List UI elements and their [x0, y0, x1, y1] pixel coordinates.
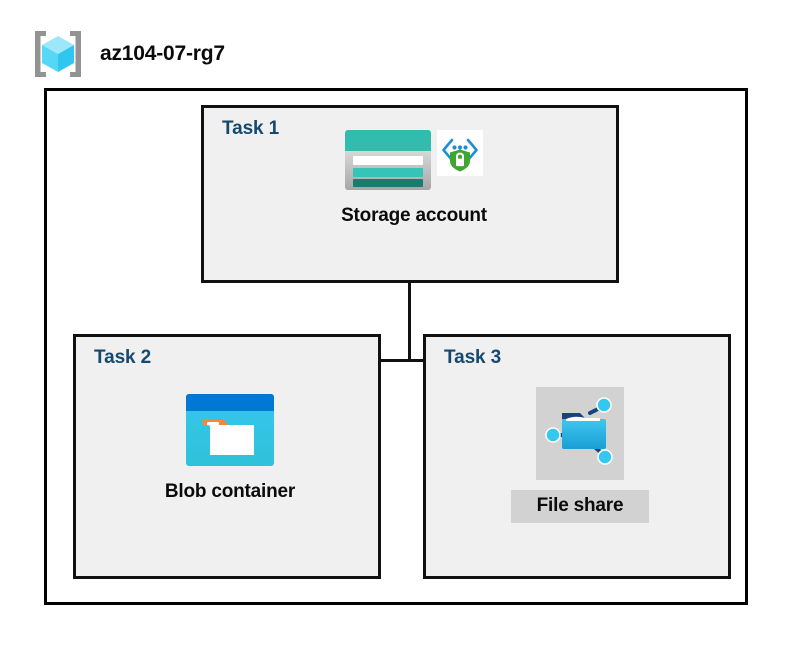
resource-group-header: az104-07-rg7 — [30, 28, 225, 80]
storage-account-icon — [345, 130, 431, 195]
node-storage-account: Storage account — [300, 130, 528, 227]
node-file-share-caption: File share — [510, 490, 650, 523]
panel-task2-label: Task 2 — [94, 347, 152, 368]
node-blob-container-caption: Blob container — [164, 481, 296, 502]
panel-task1: Task 1 — [201, 105, 619, 283]
node-storage-account-icons — [345, 130, 483, 195]
resource-group-icon — [30, 28, 86, 80]
panel-task2: Task 2 — [73, 334, 381, 579]
resource-group-container: Task 1 — [44, 88, 748, 605]
node-blob-container-icons — [186, 394, 274, 471]
node-file-share-icons — [536, 387, 624, 480]
panel-task3-label: Task 3 — [444, 347, 502, 368]
node-blob-container: Blob container — [130, 394, 330, 503]
secure-endpoint-shield-icon — [437, 130, 483, 181]
blob-container-icon — [186, 394, 274, 471]
panel-task1-label: Task 1 — [222, 118, 280, 139]
connector-horizontal-bus — [228, 359, 592, 362]
panel-task3: Task 3 — [423, 334, 731, 579]
file-share-icon — [536, 387, 624, 480]
connector-task1-stem — [408, 283, 411, 362]
resource-group-title: az104-07-rg7 — [100, 42, 225, 65]
node-storage-account-caption: Storage account — [341, 205, 487, 226]
node-file-share: File share — [482, 387, 678, 523]
